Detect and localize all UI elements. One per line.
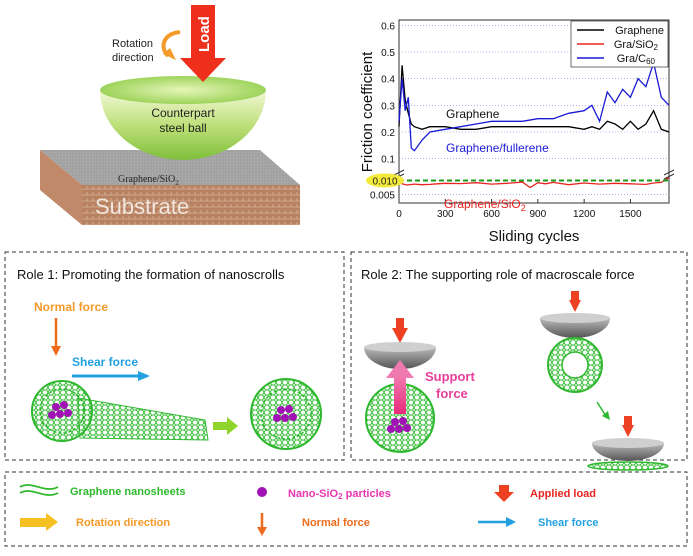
legend-shear-force: Shear force [538,517,599,529]
x-ticks: 0 300 600 900 1200 1500 [396,199,642,220]
role1-transition-arrow [213,417,238,435]
annot-fullerene: Graphene/fullerene [446,141,549,155]
normal-force-icon [257,513,267,536]
load-arrow: Load [180,5,226,82]
role2-panel: Role 2: The supporting role of macroscal… [350,251,688,471]
substrate-label: Substrate [95,194,189,219]
series-gra-c60 [398,60,670,152]
legend-rotation-direction: Rotation direction [76,517,170,529]
applied-load-icon [494,485,514,502]
ref-label: 0.010 [372,176,397,187]
substrate-side [40,150,82,225]
role1-panel: Role 1: Promoting the formation of nanos… [4,251,345,461]
legend-gra-c60: Gra/C60 [617,53,656,66]
x-tick-label: 1500 [619,209,642,220]
axis-break-marks [393,169,675,180]
role2-sio2-cluster [387,417,411,433]
rotation-label-1: Rotation [112,38,153,50]
substrate-front [82,185,300,225]
y-ticks-lower: 0.005 [370,191,395,202]
role1b-sio2-cluster [273,405,297,422]
role1-normal-force-arrow [51,318,61,356]
load-label: Load [196,16,213,52]
figure-legend: Graphene nanosheets Rotation direction N… [4,471,688,547]
annot-graphene: Graphene [446,107,500,121]
x-tick-label: 1200 [573,209,596,220]
support-force-label-1: Support [425,369,475,384]
x-tick-label: 300 [437,209,454,220]
rotation-direction-icon [20,513,58,531]
role2-supported-scroll: Support force [364,318,475,453]
chart-legend: Graphene Gra/SiO2 Gra/C60 [570,20,669,68]
steel-ball-top [100,76,266,104]
role1-normal-force-label: Normal force [34,300,108,314]
role2-title: Role 2: The supporting role of macroscal… [361,267,635,282]
legend-graphene-nanosheets: Graphene nanosheets [70,486,186,498]
y-tick-upper: 0.6 [381,21,395,32]
sio2-particle-icon [257,487,267,497]
annot-sio2: Graphene/SiO2 [444,197,526,213]
series-graphene [398,65,670,133]
y-tick-upper: 0.4 [381,75,395,86]
graphene-nanosheets-icon [19,484,59,496]
ball-label-2: steel ball [159,121,206,135]
role1-title: Role 1: Promoting the formation of nanos… [17,267,285,282]
x-tick-label: 600 [483,209,500,220]
flattened-sheet [587,461,669,471]
support-force-arrow [386,360,414,414]
x-tick-label: 0 [396,209,402,220]
y-tick-upper: 0.1 [381,155,395,166]
x-axis-label: Sliding cycles [489,228,580,245]
friction-chart: 0.1 0.2 0.3 0.4 0.5 0.6 0.005 0 300 600 900 1200 1… [359,19,675,245]
legend-gra-sio2: Gra/SiO2 [614,39,659,52]
role1-nanoscroll-forming [31,380,209,442]
tribo-schematic: Graphene/SiO2 Substrate Counterpart stee… [40,5,300,225]
film-label: Graphene/SiO2 [118,174,179,187]
y-ticks-upper: 0.1 0.2 0.3 0.4 0.5 0.6 [381,21,395,165]
legend-applied-load: Applied load [530,488,596,500]
y-tick-upper: 0.2 [381,128,395,139]
legend-nano-sio2: Nano-SiO2 particles [288,488,391,501]
role1-shear-force-label: Shear force [72,355,138,369]
ball-label-1: Counterpart [151,106,215,120]
support-force-label-2: force [436,386,468,401]
ref-label-highlight [366,173,404,188]
series-lines [398,60,670,189]
legend-graphene: Graphene [615,25,664,37]
series-gra-sio2 [398,177,670,189]
role2-unsupported-scroll [540,291,669,471]
y-tick-lower: 0.005 [370,191,395,202]
rotation-label-2: direction [112,52,154,64]
y-axis-label: Friction coefficient [359,51,376,172]
role1-nanoscroll-formed [250,378,322,450]
y-tick-upper: 0.3 [381,101,395,112]
role1-shear-force-arrow [72,371,150,381]
substrate-top [40,150,300,185]
legend-normal-force: Normal force [302,517,370,529]
role1-sio2-cluster [48,401,72,419]
steel-ball [100,90,266,160]
x-tick-label: 900 [530,209,547,220]
y-tick-upper: 0.5 [381,48,395,59]
shear-force-icon [478,517,516,527]
